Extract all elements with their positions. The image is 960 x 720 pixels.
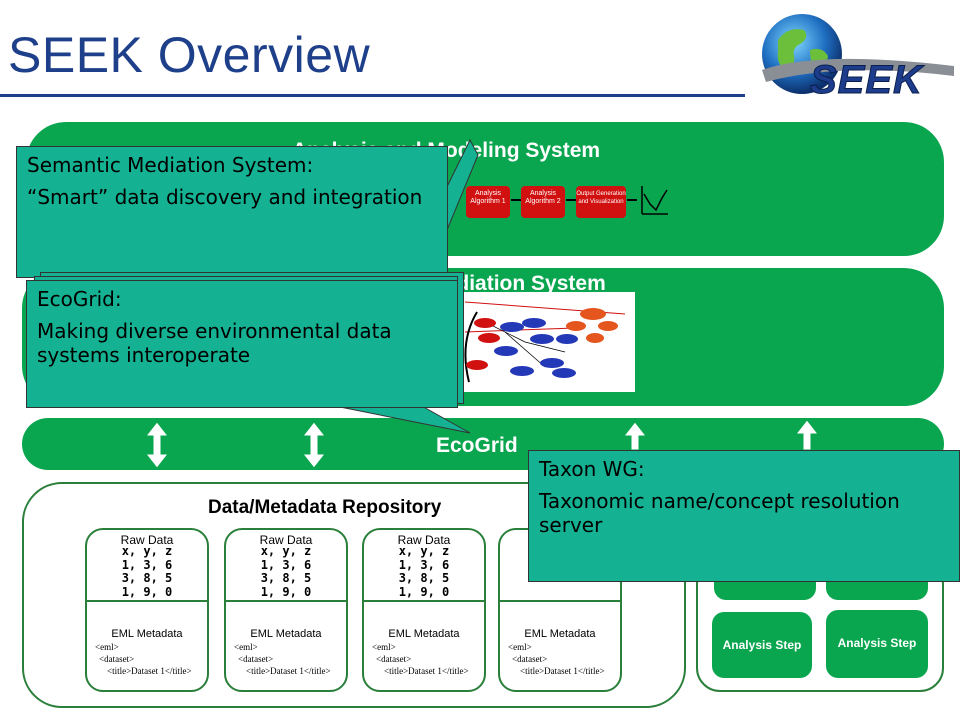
arrow-right-icon	[566, 199, 576, 201]
graph-node	[566, 321, 586, 331]
graph-node	[580, 308, 606, 320]
ecogrid-callout: EcoGrid: Making diverse environmental da…	[26, 280, 458, 408]
data-row: 3, 8, 5	[260, 571, 312, 585]
graph-node	[540, 358, 564, 368]
xml-line: <title>Dataset 1</title>	[384, 666, 469, 676]
graph-node	[530, 334, 554, 344]
data-row: 1, 3, 6	[260, 557, 312, 572]
data-row: 1, 9, 0	[121, 584, 173, 599]
eml-metadata-label: EML Metadata	[388, 628, 460, 640]
xml-line: <eml>	[95, 642, 119, 652]
data-row: 1, 3, 6	[398, 557, 450, 572]
callout-heading: EcoGrid:	[37, 287, 122, 311]
xml-line: <dataset>	[238, 654, 274, 664]
callout-body: Making diverse environmental data system…	[37, 319, 392, 367]
pipeline-step-1: Analysis Algorithm 1	[466, 186, 510, 218]
analysis-step: Analysis Step	[826, 610, 928, 678]
eml-metadata-label: EML Metadata	[524, 628, 596, 640]
card-divider	[500, 600, 620, 602]
raw-data-label: Raw Data	[259, 533, 313, 547]
data-row: 1, 9, 0	[398, 584, 450, 599]
graph-node	[474, 318, 496, 328]
data-card: Raw Data x, y, z 1, 3, 6 3, 8, 5 1, 9, 0…	[224, 528, 348, 692]
card-divider	[364, 600, 484, 602]
repository-title: Data/Metadata Repository	[208, 497, 442, 518]
graph-node	[510, 366, 534, 376]
graph-node	[586, 333, 604, 343]
arrow-right-icon	[511, 199, 521, 201]
data-row: 3, 8, 5	[398, 571, 450, 585]
data-row: x, y, z	[260, 544, 312, 558]
xml-line: <dataset>	[99, 654, 135, 664]
raw-data-label: Raw Data	[120, 533, 174, 547]
data-row: 1, 9, 0	[260, 584, 312, 599]
graph-node	[478, 333, 500, 343]
xml-line: <eml>	[508, 642, 532, 652]
data-row: x, y, z	[121, 544, 173, 558]
data-row: 1, 3, 6	[121, 557, 173, 572]
ecogrid-band-title: EcoGrid	[436, 434, 518, 457]
raw-data-label: Raw Data	[397, 533, 451, 547]
data-card: Raw Data x, y, z 1, 3, 6 3, 8, 5 1, 9, 0…	[362, 528, 486, 692]
title-underline	[0, 94, 745, 97]
graph-node	[552, 368, 576, 378]
callout-heading: Taxon WG:	[539, 457, 645, 481]
taxon-callout: Taxon WG: Taxonomic name/concept resolut…	[528, 450, 960, 582]
xml-line: <title>Dataset 1</title>	[520, 666, 605, 676]
graph-node	[522, 318, 546, 328]
eml-metadata-label: EML Metadata	[111, 628, 183, 640]
globe-icon	[762, 14, 954, 94]
card-divider	[87, 600, 207, 602]
graph-node	[466, 360, 488, 370]
callout-body: “Smart” data discovery and integration	[27, 185, 423, 209]
data-row: 3, 8, 5	[121, 571, 173, 585]
semantic-callout: Semantic Mediation System: “Smart” data …	[16, 146, 448, 278]
xml-line: <eml>	[372, 642, 396, 652]
arrow-right-icon	[627, 199, 637, 201]
seek-logo: SEEK	[758, 10, 958, 103]
xml-line: <title>Dataset 1</title>	[107, 666, 192, 676]
xml-line: <title>Dataset 1</title>	[246, 666, 331, 676]
xml-line: <dataset>	[376, 654, 412, 664]
logo-text: SEEK	[810, 58, 923, 103]
data-row: x, y, z	[398, 544, 450, 558]
graph-node	[598, 321, 618, 331]
eml-metadata-label: EML Metadata	[250, 628, 322, 640]
slide-title: SEEK Overview	[8, 27, 371, 83]
graph-node	[494, 346, 518, 356]
repository-container	[22, 482, 686, 708]
callout-body: Taxonomic name/concept resolution server	[539, 489, 900, 537]
graph-node	[500, 322, 524, 332]
analysis-step: Analysis Step	[712, 612, 812, 678]
pipeline-step-3: Output Generation and Visualization	[576, 186, 626, 218]
xml-line: <dataset>	[512, 654, 548, 664]
pipeline-step-2: Analysis Algorithm 2	[521, 186, 565, 218]
graph-node	[556, 334, 578, 344]
data-card: Raw Data x, y, z 1, 3, 6 3, 8, 5 1, 9, 0…	[85, 528, 209, 692]
chart-icon	[641, 186, 668, 215]
xml-line: <eml>	[234, 642, 258, 652]
card-divider	[226, 600, 346, 602]
callout-heading: Semantic Mediation System:	[27, 153, 314, 177]
